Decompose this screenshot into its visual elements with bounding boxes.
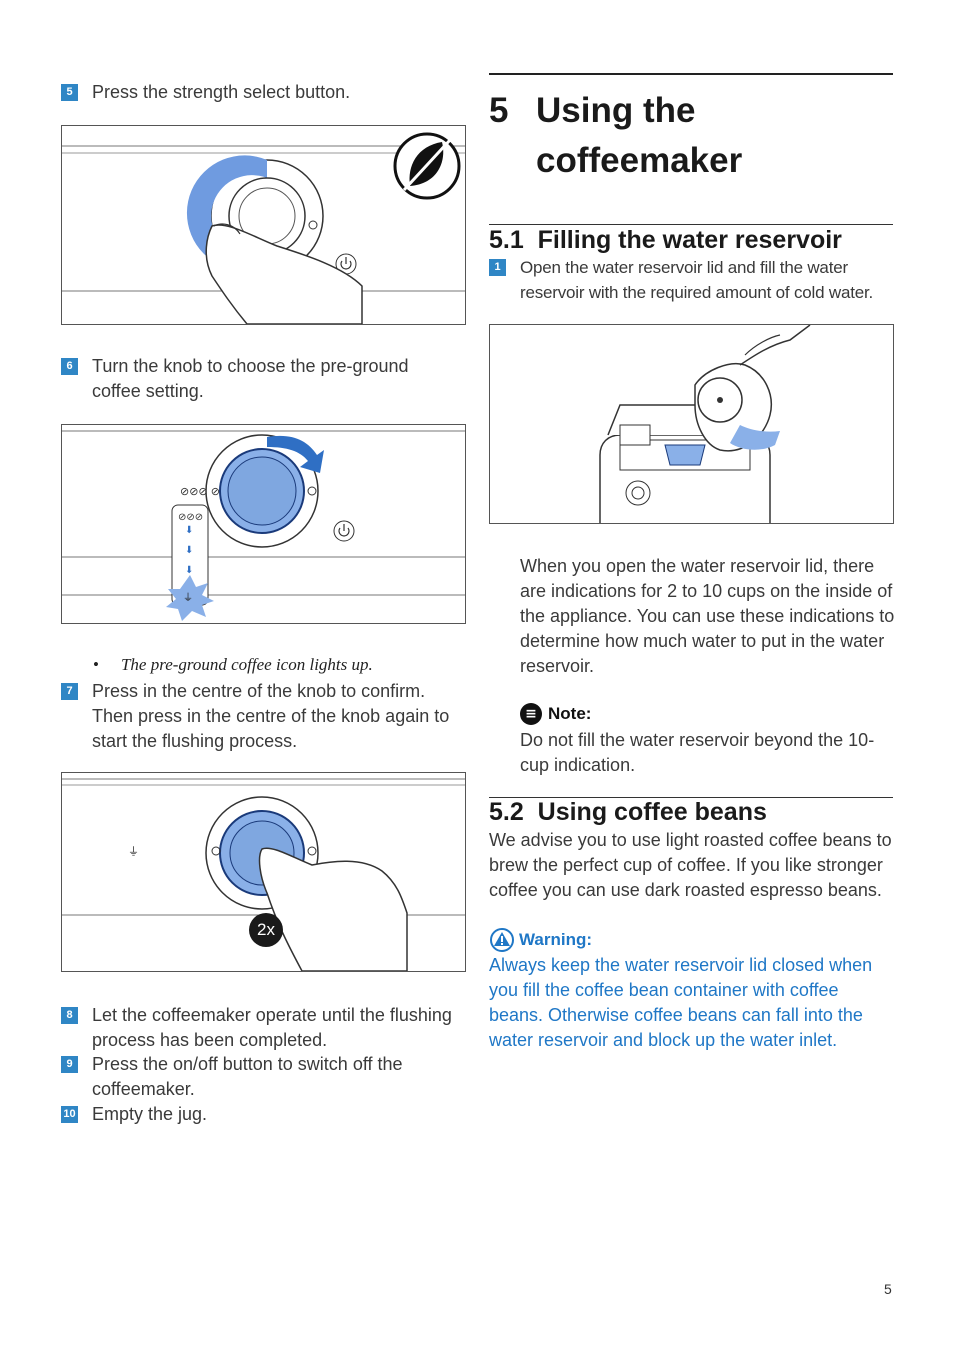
knob-turn-illustration: ⊘⊘⊘ ⊘ ⊘⊘⊘ ⬇ ⬇ ⬇ ⏚	[62, 430, 465, 621]
note-header: ≡ Note:	[520, 703, 591, 725]
chapter-title-line1: Using the	[536, 91, 696, 130]
section-5-1-paragraph: When you open the water reservoir lid, t…	[520, 556, 895, 676]
chapter-heading: 5 Using the coffeemaker	[489, 86, 893, 186]
warning-header: Warning:	[489, 928, 592, 952]
note-label: Note:	[548, 704, 592, 723]
step-9: 9 Press the on/off button to switch off …	[61, 1052, 461, 1102]
step-5: 5 Press the strength select button.	[61, 80, 461, 105]
section-5-1-step-1: 1 Open the water reservoir lid and fill …	[489, 255, 895, 305]
step-number: 7	[61, 683, 78, 700]
step-text: Press in the centre of the knob to confi…	[92, 681, 450, 751]
figure-knob-press: ⏚ 2x	[61, 772, 466, 972]
step-text: Open the water reservoir lid and fill th…	[520, 258, 874, 302]
step-number: 9	[61, 1056, 78, 1073]
bullet-mark: •	[93, 655, 99, 674]
step-number: 6	[61, 358, 78, 375]
figure-fill-reservoir	[489, 324, 894, 524]
step-text: Empty the jug.	[92, 1104, 208, 1124]
strength-button-illustration	[62, 132, 465, 324]
step-text: Let the coffeemaker operate until the fl…	[92, 1005, 452, 1050]
svg-text:⊘⊘⊘ ⊘: ⊘⊘⊘ ⊘	[180, 486, 220, 498]
step-number: 8	[61, 1007, 78, 1024]
bullet-text: The pre-ground coffee icon lights up.	[120, 655, 373, 674]
section-5-2-title: 5.2 Using coffee beans	[489, 798, 767, 826]
note-icon: ≡	[520, 703, 542, 725]
chapter-rule	[489, 73, 893, 75]
figure-strength-button	[61, 125, 466, 325]
section-rule	[489, 797, 893, 798]
note-text: Do not fill the water reservoir beyond t…	[520, 730, 875, 775]
warning-text: Always keep the water reservoir lid clos…	[489, 955, 873, 1050]
step-7: 7 Press in the centre of the knob to con…	[61, 679, 461, 754]
svg-text:⏚: ⏚	[183, 592, 193, 604]
section-5-2-paragraph: We advise you to use light roasted coffe…	[489, 830, 892, 900]
page-number: 5	[884, 1281, 892, 1297]
chapter-title-line2: coffeemaker	[536, 141, 743, 180]
step-text: Press the strength select button.	[92, 82, 351, 102]
svg-text:⊘⊘⊘: ⊘⊘⊘	[178, 512, 203, 523]
knob-press-illustration: ⏚	[62, 778, 465, 971]
chapter-number: 5	[489, 91, 509, 130]
svg-text:⬇: ⬇	[185, 545, 193, 556]
bullet-item: • The pre-ground coffee icon lights up.	[93, 655, 473, 675]
step-8: 8 Let the coffeemaker operate until the …	[61, 1003, 461, 1053]
warning-icon	[490, 928, 514, 952]
step-text: Turn the knob to choose the pre-ground c…	[92, 356, 409, 401]
figure-knob-turn: ⊘⊘⊘ ⊘ ⊘⊘⊘ ⬇ ⬇ ⬇ ⏚	[61, 424, 466, 624]
fill-reservoir-illustration	[599, 325, 811, 523]
warning-label: Warning:	[519, 930, 593, 949]
step-number: 10	[61, 1106, 78, 1123]
svg-text:⬇: ⬇	[185, 525, 193, 536]
step-6: 6 Turn the knob to choose the pre-ground…	[61, 354, 461, 404]
svg-text:⏚: ⏚	[128, 845, 139, 858]
step-text: Press the on/off button to switch off th…	[92, 1054, 403, 1099]
section-rule	[489, 224, 893, 225]
section-5-1-title: 5.1 Filling the water reservoir	[489, 226, 842, 254]
press-twice-badge: 2x	[249, 913, 283, 947]
step-10: 10 Empty the jug.	[61, 1102, 461, 1127]
svg-text:⬇: ⬇	[185, 565, 193, 576]
step-number: 1	[489, 259, 506, 276]
step-number: 5	[61, 84, 78, 101]
